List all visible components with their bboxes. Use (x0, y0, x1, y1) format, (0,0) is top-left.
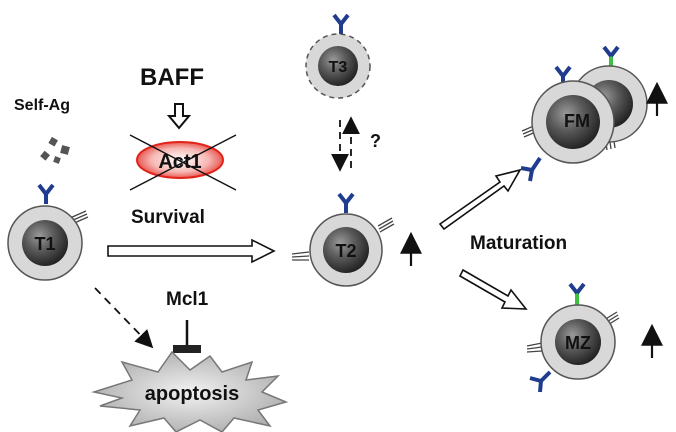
t1-to-apoptosis-dashed-arrow (94, 287, 154, 349)
t2-receptor-stub-left (291, 251, 310, 261)
question-mark: ? (370, 131, 381, 151)
baff-label: BAFF (140, 64, 204, 91)
baff-down-arrow (166, 103, 192, 130)
apoptosis-label: apoptosis (145, 383, 239, 405)
mz-receptor-stub-left (526, 342, 543, 353)
t2-to-mz-arrow (458, 268, 528, 310)
act1-label: Act1 (158, 151, 201, 173)
t1-cell: T1 (7, 183, 89, 281)
apoptosis-burst (91, 350, 289, 432)
mcl1-label: Mcl1 (166, 289, 209, 310)
t3-cell: T3 (305, 13, 371, 99)
fm-cell-front: FM (520, 65, 615, 182)
t2-to-fm-arrow (438, 168, 522, 231)
fm-label: FM (564, 111, 590, 131)
act1-oval (136, 141, 224, 179)
mz-cell: MZ (526, 282, 620, 393)
survival-label: Survival (131, 207, 205, 228)
act1-cross-line-2 (129, 134, 237, 191)
t2-cell: T2 (291, 192, 395, 287)
survival-arrow (107, 238, 276, 264)
t2-receptor-stub-right (377, 217, 395, 233)
self-antigen-fragments (40, 136, 70, 164)
self-ag-label: Self-Ag (14, 97, 70, 114)
maturation-label: Maturation (470, 233, 567, 254)
mz-label: MZ (565, 333, 591, 353)
t3-label: T3 (329, 59, 348, 76)
t2-label: T2 (335, 241, 356, 261)
mcl1-inhibition-symbol (173, 320, 201, 353)
t1-label: T1 (34, 234, 55, 254)
